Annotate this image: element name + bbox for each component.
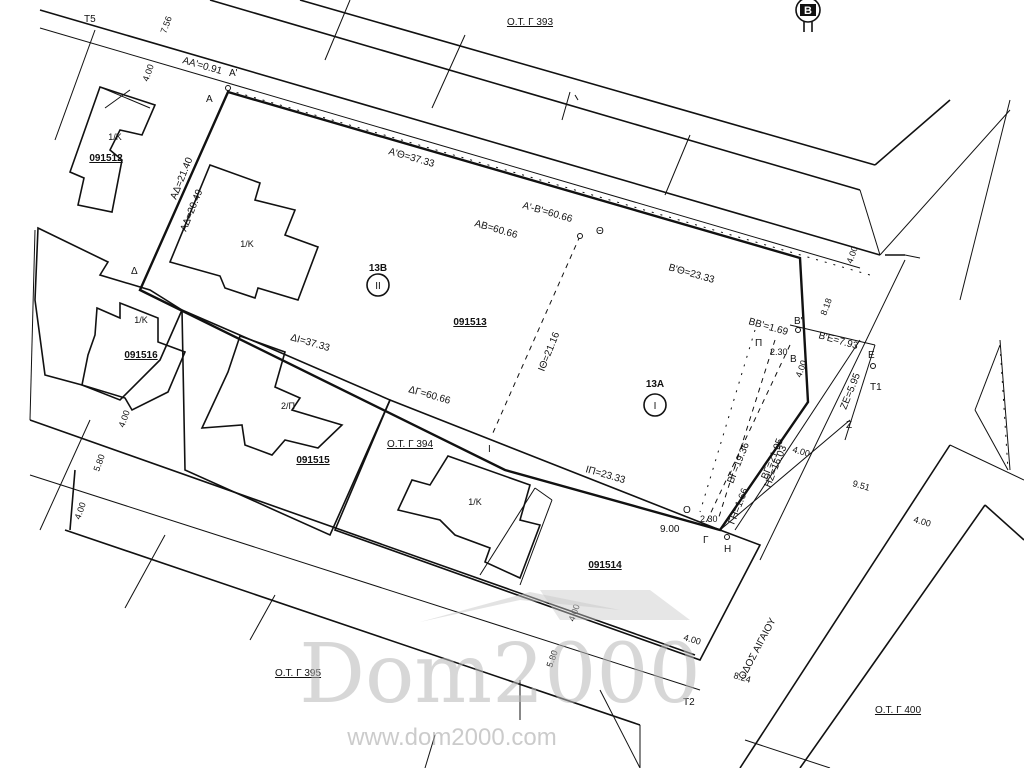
point-th: Θ <box>596 226 604 237</box>
point-pi: Π <box>755 338 762 349</box>
dim-ith: ΙΘ=21.16 <box>537 330 563 373</box>
dim-580a: 5.80 <box>91 453 106 473</box>
block-label-394: Ο.Τ. Γ 394 <box>387 439 434 450</box>
parcel-091514 <box>333 398 762 661</box>
dim-ab: ΑΒ=60.66 <box>473 218 519 241</box>
dim-951: 9.51 <box>851 478 871 492</box>
dim-ze: ΖΕ=5.95 <box>839 371 864 411</box>
point-a1: Α' <box>229 68 238 79</box>
dim-900: 9.00 <box>660 524 680 535</box>
point-b1: Β' <box>794 316 803 327</box>
watermark-logo: Dom2000 <box>299 627 701 722</box>
road-lines-bottom <box>29 229 701 768</box>
plot-label-13b: 13B <box>369 263 387 274</box>
parcel-code-091513: 091513 <box>453 317 487 328</box>
point-e: Ε <box>868 350 875 361</box>
parcel-code-091515: 091515 <box>296 455 330 466</box>
boundary-bg-2 <box>717 339 776 521</box>
dim-dg: ΔΓ=60.66 <box>407 384 452 407</box>
block-label-395: Ο.Τ. Γ 395 <box>275 668 322 679</box>
point-o: Ο <box>683 505 691 516</box>
street-lines <box>739 339 1024 768</box>
point-a: Α <box>206 94 213 105</box>
dim-400b: 4.00 <box>116 409 131 429</box>
building-label: 2/Π <box>281 401 295 411</box>
point-h: Η <box>724 544 731 555</box>
building-label: 1/Κ <box>134 315 148 325</box>
dim-bg1: ΒΓ=19.36 <box>726 441 752 485</box>
point-t2: T2 <box>683 697 695 708</box>
dim-b1th: Β'Θ=23.33 <box>667 262 716 286</box>
dim-824: 8.24 <box>732 670 752 684</box>
plot-marker-1 <box>643 393 667 417</box>
dim-818: 8.18 <box>818 297 833 317</box>
parcel-091513 <box>138 90 810 532</box>
parcel-091512 <box>68 85 157 213</box>
compass-letter: B <box>804 5 812 17</box>
road-lines-top <box>39 0 1011 301</box>
right-lines <box>719 259 906 561</box>
point-b: Β <box>790 354 797 365</box>
parcel-code-091512: 091512 <box>89 153 123 164</box>
point-g: Γ <box>703 535 709 546</box>
point-t1: T1 <box>870 382 882 393</box>
boundary-bg <box>704 344 791 526</box>
compass-icon: B <box>795 0 821 32</box>
point-d: Δ <box>131 266 138 277</box>
block-label-400: Ο.Τ. Γ 400 <box>875 705 922 716</box>
dim-bb1: ΒΒ'=1.69 <box>747 316 789 338</box>
building-13b <box>168 163 320 301</box>
dim-400a: 4.00 <box>140 63 155 83</box>
divider-ith <box>491 235 581 436</box>
point-z: Ζ <box>846 420 852 431</box>
dim-400g: 4.00 <box>912 514 932 528</box>
plot-number-2: II <box>375 281 381 292</box>
point-i: Ι <box>488 444 491 455</box>
dim-400c: 4.00 <box>72 501 87 521</box>
dim-a1b1: Α'-Β'=60.66 <box>521 200 574 225</box>
plot-marker-2 <box>366 273 390 297</box>
dim-ip: ΙΠ=23.33 <box>584 464 627 486</box>
boundary-bg-3 <box>699 329 756 513</box>
survey-points <box>225 85 876 540</box>
parcel-091515 <box>181 308 392 537</box>
watermark-url: www.dom2000.com <box>346 724 556 751</box>
dim-di: ΔΙ=37.33 <box>289 332 331 354</box>
building-label: 1/Κ <box>108 132 122 142</box>
parcel-091516 <box>34 226 187 412</box>
plot-number-1: I <box>654 401 657 412</box>
boundary-dotted-top <box>227 89 871 276</box>
dim-aa1: ΑΑ'=0.91 <box>181 55 223 77</box>
dim-400i: 4.00 <box>682 632 702 646</box>
watermark: Dom2000 www.dom2000.com <box>299 590 701 751</box>
dim-230a: 2.30 <box>770 347 788 357</box>
dim-400e: 4.00 <box>844 245 859 265</box>
point-t5: T5 <box>84 14 96 25</box>
dim-230b: 2.30 <box>700 514 718 524</box>
building-label: 1/Κ <box>240 239 254 249</box>
dim-400h: 4.00 <box>791 444 811 458</box>
dim-756: 7.56 <box>158 15 173 35</box>
parcel-code-091516: 091516 <box>124 350 158 361</box>
building-label: 1/Κ <box>468 497 482 507</box>
plot-label-13a: 13A <box>646 379 664 390</box>
parcel-code-091514: 091514 <box>588 560 622 571</box>
block-label-393: Ο.Τ. Γ 393 <box>507 17 554 28</box>
dim-b1e: Β'Ε=7.93 <box>817 330 859 352</box>
